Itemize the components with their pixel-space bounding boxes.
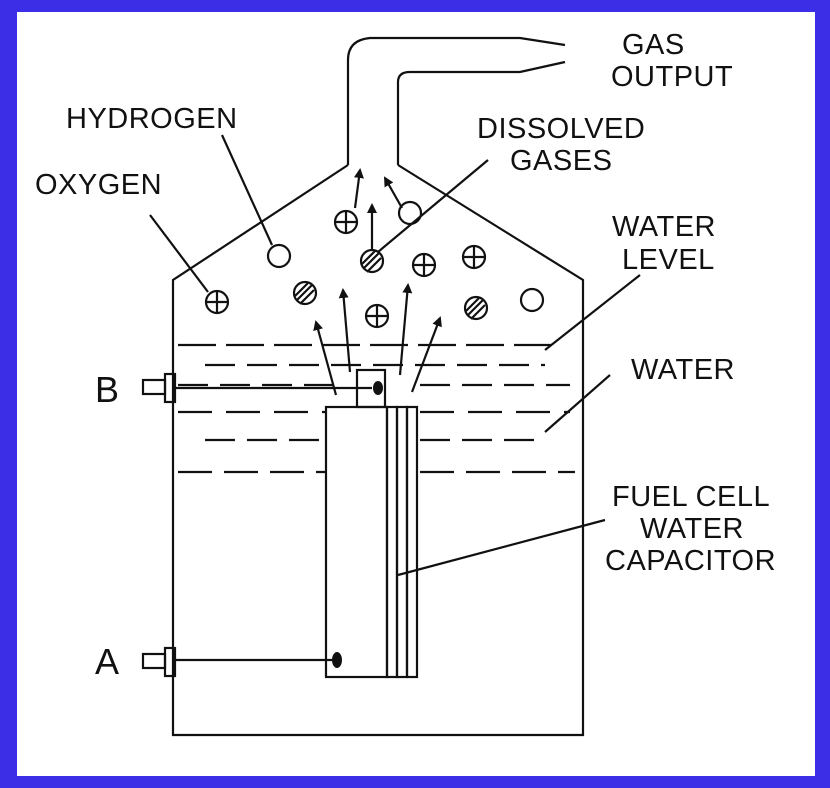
- label-dissolved-1: DISSOLVED: [477, 113, 645, 145]
- oxygen-bubbles: [204, 209, 487, 329]
- oxygen-bubble: [364, 303, 390, 329]
- label-fuel-cell-2: WATER: [640, 513, 744, 545]
- gas-arrows: [313, 168, 442, 396]
- dissolved-gas-bubble: [359, 248, 385, 274]
- terminal-b: [141, 372, 372, 404]
- oxygen-bubble: [461, 244, 487, 270]
- label-water-level-2: LEVEL: [622, 244, 715, 276]
- label-water-level-1: WATER: [612, 211, 716, 243]
- fuel-cell-body: [324, 405, 389, 679]
- oxygen-bubble: [333, 209, 359, 235]
- label-dissolved-2: GASES: [510, 145, 612, 177]
- label-water: WATER: [631, 354, 735, 386]
- hydrogen-bubble: [266, 243, 292, 269]
- label-fuel-cell-3: CAPACITOR: [605, 545, 776, 577]
- label-hydrogen: HYDROGEN: [66, 103, 238, 135]
- terminal-a: [141, 646, 332, 678]
- leader-lines: [149, 134, 641, 577]
- hydrogen-bubble: [397, 200, 423, 226]
- fuel-cell-plate-2: [395, 405, 409, 679]
- label-terminal-a: A: [95, 641, 119, 682]
- dissolved-gas-bubble: [463, 295, 489, 321]
- water-dashes: [178, 343, 575, 474]
- terminal-b-contact: [373, 381, 383, 395]
- oxygen-bubble: [204, 289, 230, 315]
- label-fuel-cell-1: FUEL CELL: [612, 481, 770, 513]
- diagram-canvas: GAS OUTPUT HYDROGEN DISSOLVED GASES OXYG…: [17, 12, 815, 776]
- label-gas-output-1: GAS: [622, 29, 685, 61]
- label-gas-output-2: OUTPUT: [611, 61, 733, 93]
- tank-outline: [171, 164, 585, 737]
- label-terminal-b: B: [95, 369, 119, 410]
- fuel-cell-plate-1: [385, 405, 399, 679]
- oxygen-bubble: [411, 252, 437, 278]
- dissolved-gas-bubble: [292, 280, 318, 306]
- hydrogen-bubble: [519, 287, 545, 313]
- fuel-cell-diagram: GAS OUTPUT HYDROGEN DISSOLVED GASES OXYG…: [35, 29, 776, 737]
- terminal-a-contact: [332, 652, 342, 668]
- dissolved-gas-bubbles: [292, 248, 489, 321]
- label-oxygen: OXYGEN: [35, 169, 162, 201]
- fuel-cell-plate-3: [405, 405, 419, 679]
- gas-output-pipe: [346, 36, 566, 165]
- gas-output-pipe-inner: [396, 60, 566, 165]
